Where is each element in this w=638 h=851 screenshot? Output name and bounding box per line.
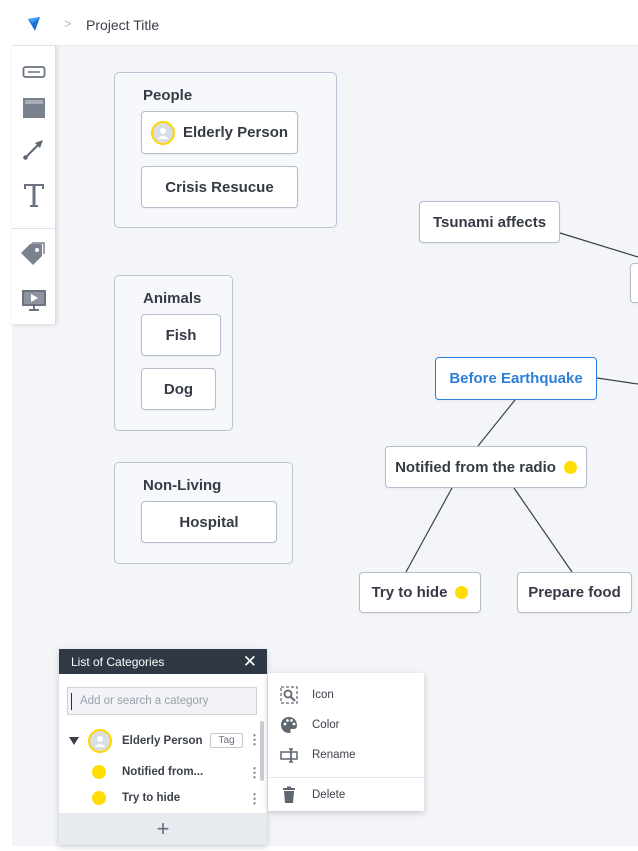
node-try-to-hide[interactable]: Try to hide (359, 572, 481, 613)
close-icon[interactable]: ✕ (242, 652, 257, 671)
text-tool-icon (24, 184, 44, 207)
node-notified-radio[interactable]: Notified from the radio (385, 446, 587, 488)
top-bar: > Project Title (12, 4, 638, 46)
collapse-triangle-icon[interactable] (69, 737, 79, 745)
rectangle-tool-button[interactable] (20, 58, 48, 86)
tag-tool-icon (21, 242, 45, 265)
project-title[interactable]: Project Title (86, 17, 160, 33)
node-label: Elderly Person (182, 124, 289, 141)
status-dot (92, 791, 106, 805)
box-tool-button[interactable] (20, 94, 48, 122)
group-title: People (143, 87, 193, 104)
mindmap-canvas[interactable]: People Elderly Person Crisis Resucue Ani… (12, 46, 638, 846)
palette-icon (281, 717, 297, 733)
node-label: Dog (163, 380, 194, 398)
group-title: Animals (143, 290, 202, 307)
child-name: Try to hide (122, 792, 181, 804)
menu-item-delete[interactable]: Delete (268, 781, 424, 809)
toolbar-divider (12, 228, 56, 229)
edge-before-right (596, 377, 638, 385)
panel-header: List of Categories ✕ (59, 649, 267, 674)
menu-divider (268, 777, 424, 778)
categories-panel: List of Categories ✕ Add or search a cat… (59, 649, 267, 845)
child-name: Notified from... (122, 766, 204, 778)
avatar (88, 729, 112, 753)
present-tool-icon (22, 290, 46, 311)
node-dog[interactable]: Dog (141, 368, 216, 410)
edge-notified-food (513, 487, 573, 573)
status-dot (563, 460, 577, 474)
panel-scrollbar[interactable] (260, 721, 264, 781)
edge-tsunami-right (559, 232, 638, 258)
offscreen-node[interactable] (630, 263, 638, 303)
tag-tool-button[interactable] (20, 239, 48, 267)
left-toolbar (12, 46, 56, 324)
rectangle-tool-icon (22, 66, 46, 78)
text-tool-button[interactable] (20, 181, 48, 209)
node-label: Try to hide (371, 584, 448, 601)
magnify-icon (280, 686, 298, 704)
category-name: Elderly Person (122, 735, 203, 747)
node-before-earthquake[interactable]: Before Earthquake (435, 357, 597, 400)
edge-notified-hide (405, 487, 453, 573)
node-label: Hospital (179, 513, 239, 531)
breadcrumb-separator: > (64, 16, 72, 31)
menu-item-color[interactable]: Color (268, 711, 424, 739)
status-dot (455, 586, 469, 599)
node-label: Crisis Resucue (165, 178, 274, 196)
panel-title: List of Categories (71, 655, 165, 669)
menu-label: Delete (312, 789, 346, 801)
group-title: Non-Living (143, 477, 222, 494)
tag-badge[interactable]: Tag (210, 733, 243, 748)
more-options-icon[interactable]: ⋮ (248, 791, 261, 806)
connector-lines (405, 232, 638, 573)
person-icon (94, 736, 106, 747)
node-hospital[interactable]: Hospital (141, 501, 277, 543)
status-dot (92, 765, 106, 779)
add-category-button[interactable]: + (59, 813, 267, 845)
node-label: Prepare food (528, 584, 621, 601)
more-options-icon[interactable]: ⋮ (248, 732, 261, 747)
arrow-tool-button[interactable] (20, 135, 48, 163)
person-icon (157, 127, 169, 139)
node-label: Notified from the radio (395, 458, 556, 476)
node-tsunami-affects[interactable]: Tsunami affects (419, 201, 560, 243)
category-row[interactable]: Elderly Person Tag ⋮ (59, 729, 267, 753)
search-placeholder: Add or search a category (80, 695, 209, 707)
text-caret (71, 693, 72, 710)
category-child-row[interactable]: Notified from... ⋮ (59, 760, 267, 784)
edge-before-notified (477, 399, 516, 447)
box-tool-icon (23, 98, 45, 118)
menu-label: Rename (312, 749, 356, 761)
logo-icon[interactable] (26, 16, 42, 32)
node-label: Fish (165, 326, 197, 344)
category-child-row[interactable]: Try to hide ⋮ (59, 786, 267, 810)
node-label: Before Earthquake (449, 370, 583, 387)
present-tool-button[interactable] (20, 286, 48, 314)
node-fish[interactable]: Fish (141, 314, 221, 356)
arrow-tool-icon (23, 140, 43, 160)
context-menu: Icon Color Rename Delete (268, 673, 424, 811)
node-crisis-rescue[interactable]: Crisis Resucue (141, 166, 298, 208)
trash-icon (283, 786, 295, 803)
plus-icon: + (156, 816, 170, 841)
more-options-icon[interactable]: ⋮ (248, 765, 261, 780)
menu-item-icon[interactable]: Icon (268, 681, 424, 709)
rename-icon (280, 748, 298, 763)
node-elderly-person[interactable]: Elderly Person (141, 111, 298, 154)
node-label: Tsunami affects (432, 213, 547, 231)
node-prepare-food[interactable]: Prepare food (517, 572, 632, 613)
category-search-input[interactable]: Add or search a category (67, 687, 257, 715)
menu-label: Color (312, 719, 340, 731)
avatar (150, 120, 175, 145)
menu-item-rename[interactable]: Rename (268, 741, 424, 769)
menu-label: Icon (312, 689, 334, 701)
